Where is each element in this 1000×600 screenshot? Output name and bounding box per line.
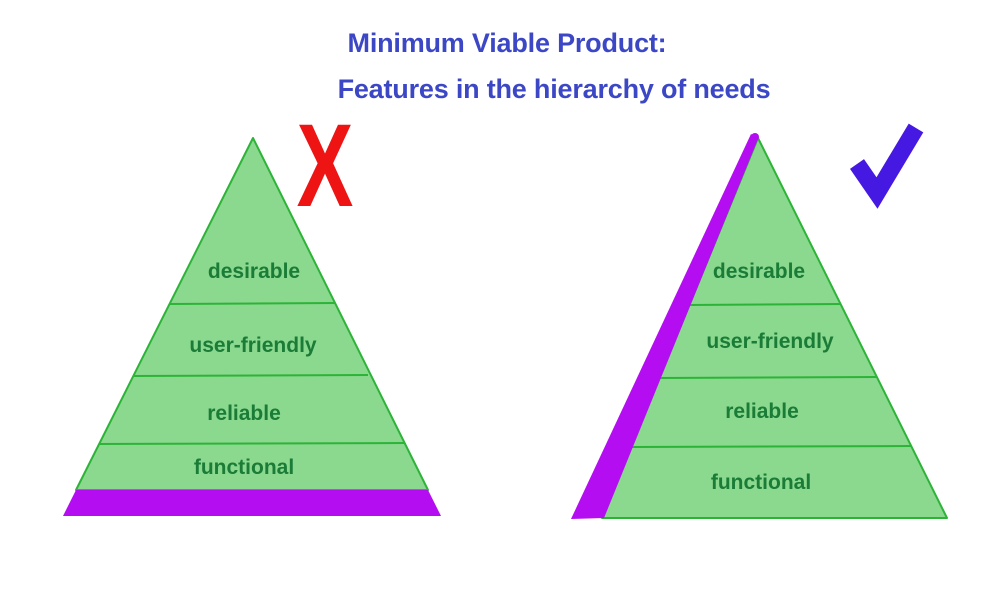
right-level-desirable: desirable [712, 260, 806, 283]
right-pyramid [571, 133, 948, 519]
right-divider-line-1 [688, 303, 842, 306]
right-level-functional: functional [710, 471, 812, 494]
left-level-reliable: reliable [207, 402, 281, 425]
right-level-reliable: reliable [725, 400, 799, 423]
x-mark-icon: X [296, 100, 354, 232]
mvp-left-slice [571, 134, 758, 519]
left-divider-line-3 [99, 442, 405, 445]
left-level-desirable: desirable [207, 260, 301, 283]
right-pyramid-shape [601, 137, 948, 519]
right-divider-line-2 [658, 376, 878, 379]
mvp-left-slice-tip [751, 133, 759, 141]
left-divider-line-2 [133, 374, 369, 377]
page-title-line-2: Features in the hierarchy of needs [337, 74, 771, 104]
left-pyramid [63, 137, 441, 516]
left-divider-line-1 [169, 302, 336, 305]
right-level-user-friendly: user-friendly [706, 330, 834, 353]
left-level-functional: functional [193, 456, 295, 479]
left-pyramid-shape [75, 137, 429, 491]
mvp-bottom-slice [63, 490, 441, 516]
page-title-line-1: Minimum Viable Product: [347, 28, 667, 58]
right-divider-line-3 [630, 445, 912, 448]
left-level-user-friendly: user-friendly [189, 334, 317, 357]
checkmark-icon [850, 123, 924, 209]
